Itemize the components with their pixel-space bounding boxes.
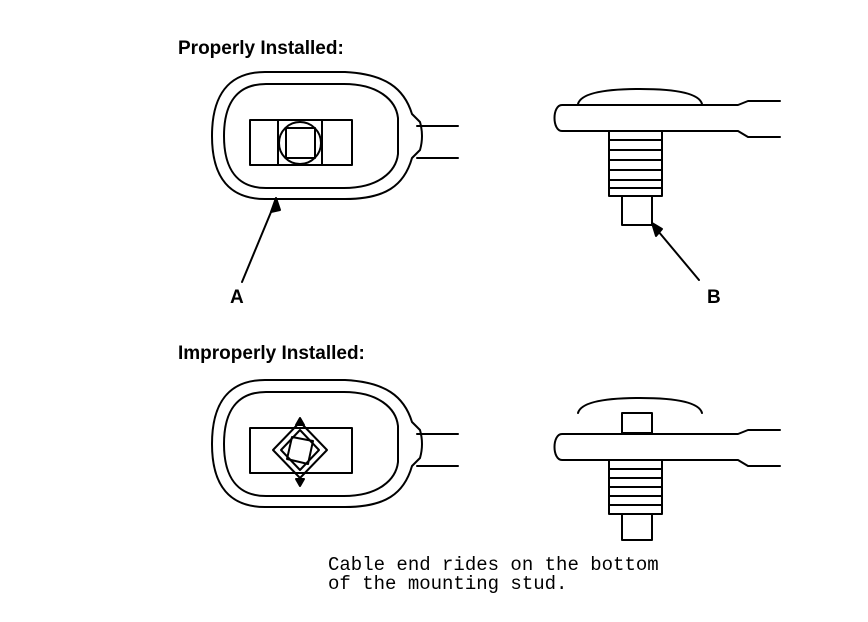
proper-cable-end-outer bbox=[211, 71, 423, 200]
properly-installed-heading: Properly Installed: bbox=[178, 38, 344, 59]
callout-a: A bbox=[230, 287, 244, 308]
arrow-up-icon bbox=[295, 417, 305, 426]
improperly-installed-heading: Improperly Installed: bbox=[178, 343, 365, 364]
proper-stud-circle bbox=[278, 121, 322, 165]
proper-cable-end-inner bbox=[223, 83, 399, 189]
proper-stud-side-view bbox=[553, 88, 781, 226]
installation-note: Cable end rides on the bottom of the mou… bbox=[328, 556, 659, 594]
improper-stud-upper bbox=[621, 412, 653, 434]
arrow-a bbox=[241, 197, 281, 283]
improper-plate bbox=[249, 427, 353, 474]
improper-cable-end-top-view bbox=[211, 379, 459, 508]
proper-plate bbox=[249, 119, 353, 166]
proper-stud-square bbox=[285, 127, 316, 159]
improper-bar bbox=[553, 429, 781, 467]
note-line-2: of the mounting stud. bbox=[328, 573, 568, 595]
improper-cable-end-outer bbox=[211, 379, 423, 508]
improper-clip bbox=[577, 397, 703, 414]
proper-bar bbox=[553, 100, 781, 138]
improper-stud-tip bbox=[621, 513, 653, 541]
proper-stud-tip bbox=[621, 195, 653, 226]
proper-cable-end-top-view bbox=[211, 71, 459, 200]
improper-cable-end-inner bbox=[223, 391, 399, 497]
arrow-down-icon bbox=[295, 478, 305, 487]
improper-stud-side-view bbox=[553, 397, 781, 541]
callout-b: B bbox=[707, 287, 721, 308]
proper-clip bbox=[577, 88, 703, 105]
arrow-b bbox=[651, 222, 700, 281]
note-line-1: Cable end rides on the bottom bbox=[328, 554, 659, 576]
